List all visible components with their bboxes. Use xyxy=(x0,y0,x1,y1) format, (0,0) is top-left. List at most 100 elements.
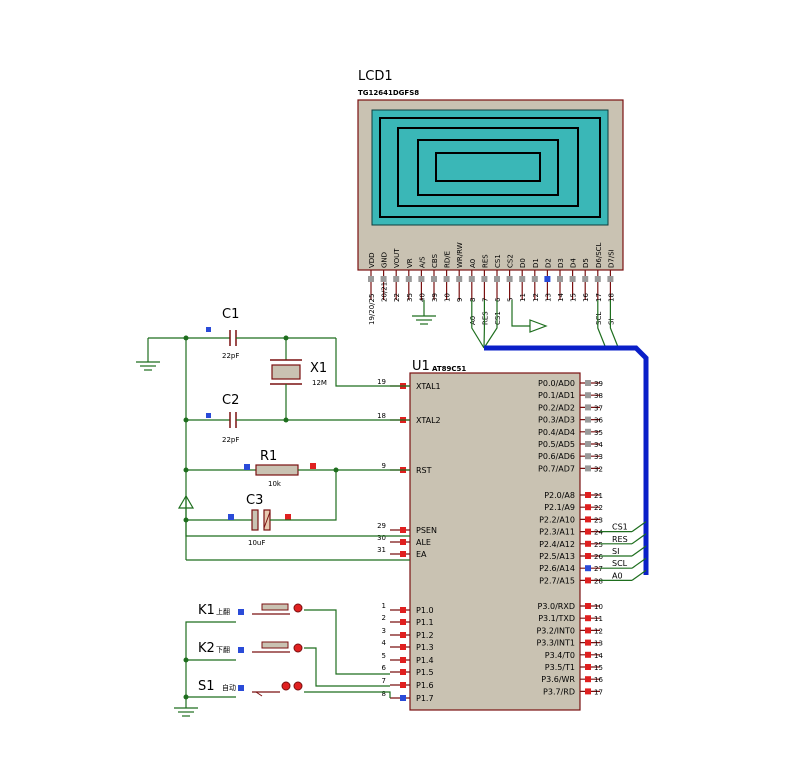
bus-stub xyxy=(483,300,498,349)
mcu-part-label: AT89C51 xyxy=(432,365,466,373)
mcu-left-pin-number: 3 xyxy=(382,627,386,635)
mcu-right-pin-number: 17 xyxy=(594,688,603,696)
mcu-left-pin-marker xyxy=(400,607,406,613)
mcu-right-pin-number: 33 xyxy=(594,453,603,461)
p2-net-label: CS1 xyxy=(612,523,628,532)
mcu-right-pin-marker xyxy=(585,404,591,411)
lcd-pin-number: 13 xyxy=(544,293,552,302)
lcd-pin-name: D1 xyxy=(532,258,540,268)
mcu-right-pin-marker xyxy=(585,528,591,535)
lcd-pin-marker xyxy=(443,276,450,282)
lcd-pin-number: 20/21 xyxy=(381,282,389,302)
mcu-right-pin-name: P3.6/WR xyxy=(541,675,575,684)
ground-symbol-left xyxy=(136,338,160,371)
mcu-right-pin-number: 39 xyxy=(594,380,603,388)
lcd-pin-number: 18 xyxy=(607,293,615,302)
lcd-pin-number: 12 xyxy=(532,293,540,302)
switch-k2[interactable]: K2 下翻 xyxy=(198,641,303,656)
r1-ref: R1 xyxy=(260,449,277,464)
mcu-right-pin-marker xyxy=(585,603,591,609)
mcu-left-pin-name: XTAL2 xyxy=(416,416,441,425)
lcd-pin-name: VR xyxy=(406,258,414,268)
mcu-left-pin-name: XTAL1 xyxy=(416,382,441,391)
mcu-body xyxy=(409,372,581,711)
mcu-right-pin-number: 27 xyxy=(594,565,603,573)
mcu-right-pin-number: 38 xyxy=(594,392,603,400)
mcu-left-pin-marker xyxy=(400,657,406,663)
p2-net-label: SCL xyxy=(612,559,628,568)
c3-value: 10uF xyxy=(248,539,265,547)
power-arrow-symbol xyxy=(177,494,410,561)
bus-stub xyxy=(609,300,619,349)
mcu-right-pin-name: P2.6/A14 xyxy=(539,564,575,573)
mcu-right-pin-marker xyxy=(585,565,591,572)
c3-ref: C3 xyxy=(246,493,263,508)
mcu-right-pin-name: P3.0/RXD xyxy=(538,602,575,611)
mcu-left-pin-name: P1.1 xyxy=(416,618,434,627)
mcu-right-pin-number: 35 xyxy=(594,429,603,437)
switch-s1[interactable]: S1 自动 xyxy=(198,679,303,697)
lcd-pin-marker xyxy=(380,276,387,282)
svg-text:S1: S1 xyxy=(198,679,215,694)
mcu-left-pin-marker xyxy=(400,539,406,545)
svg-text:下翻: 下翻 xyxy=(216,645,230,654)
mcu-right-pin-number: 34 xyxy=(594,441,603,449)
lcd-pin-name: D3 xyxy=(557,258,565,268)
switch-k1[interactable]: K1 上翻 xyxy=(198,603,303,618)
mcu-right-pin-marker xyxy=(585,627,591,634)
c1-value: 22pF xyxy=(222,352,239,360)
mcu-right-pin-name: P0.4/AD4 xyxy=(538,428,575,437)
mcu-right-pin-name: P3.1/TXD xyxy=(538,614,575,623)
mcu-left-pin-name: P1.5 xyxy=(416,668,434,677)
mcu-right-pin-number: 25 xyxy=(594,541,603,549)
mcu-right-pin-name: P3.3/INT1 xyxy=(536,639,575,648)
p2-net-label: SI xyxy=(612,547,619,556)
mcu-left-pin-number: 30 xyxy=(377,534,386,542)
mcu-left-pin-marker xyxy=(400,619,406,625)
lcd-part-label: TG12641DGFS8 xyxy=(358,89,419,97)
mcu-right-pin-marker xyxy=(585,465,591,472)
mcu-right-pin-number: 24 xyxy=(594,529,603,537)
mcu-right-pin-name: P2.4/A12 xyxy=(539,540,575,549)
lcd-pin-marker xyxy=(506,276,513,282)
lcd-pin-name: D5 xyxy=(582,258,590,268)
x1-value: 12M xyxy=(312,379,327,387)
mcu-right-pin-number: 26 xyxy=(594,553,603,561)
mcu-right-pin-marker xyxy=(585,392,591,399)
mcu-left-pin-name: RST xyxy=(416,466,432,475)
lcd-pin-number: 16 xyxy=(582,293,590,302)
mcu-left-pin-name: P1.0 xyxy=(416,606,434,615)
mcu-right-pin-name: P2.3/A11 xyxy=(539,528,575,537)
mcu-left-pin-number: 5 xyxy=(382,652,386,660)
mcu-left-pin-number: 7 xyxy=(382,677,386,685)
mcu-right-pin-marker xyxy=(585,577,591,584)
lcd-pin-marker xyxy=(431,276,437,282)
lcd-pin-marker xyxy=(544,276,551,282)
mcu-left-pin-number: 8 xyxy=(382,690,386,698)
mcu-left-pin-number: 9 xyxy=(382,462,386,470)
mcu-left-pin-number: 6 xyxy=(382,664,387,672)
lcd-pin-number: 14 xyxy=(557,293,565,302)
lcd-pin-name: RD/E xyxy=(444,251,452,268)
mcu-right-pin-name: P0.0/AD0 xyxy=(538,379,575,388)
bus-net-label: RES xyxy=(481,311,489,325)
mcu-right-pin-number: 16 xyxy=(594,676,603,684)
svg-text:自动: 自动 xyxy=(222,683,236,692)
lcd-pin-number: 15 xyxy=(570,293,578,302)
p2-net-label: RES xyxy=(612,535,628,544)
bus-net-label: CS1 xyxy=(494,311,502,325)
mcu-right-pin-name: P2.7/A15 xyxy=(539,576,575,585)
mcu-ref-label: U1 xyxy=(412,359,430,374)
svg-text:K1: K1 xyxy=(198,603,215,618)
mcu-left-pin-name: P1.3 xyxy=(416,643,434,652)
mcu-left-pin-marker xyxy=(400,682,406,688)
lcd-pin-number: 10 xyxy=(444,293,452,302)
mcu-right-pin-name: P0.2/AD2 xyxy=(538,403,575,412)
mcu-right-pin-number: 28 xyxy=(594,577,603,585)
mcu-right-pin-name: P3.7/RD xyxy=(543,687,575,696)
lcd-pin-name: VOUT xyxy=(393,248,401,268)
mcu-right-pin-marker xyxy=(585,615,591,622)
mcu-right-pin-number: 10 xyxy=(594,603,603,611)
mcu-right-pin-name: P0.3/AD3 xyxy=(538,416,575,425)
